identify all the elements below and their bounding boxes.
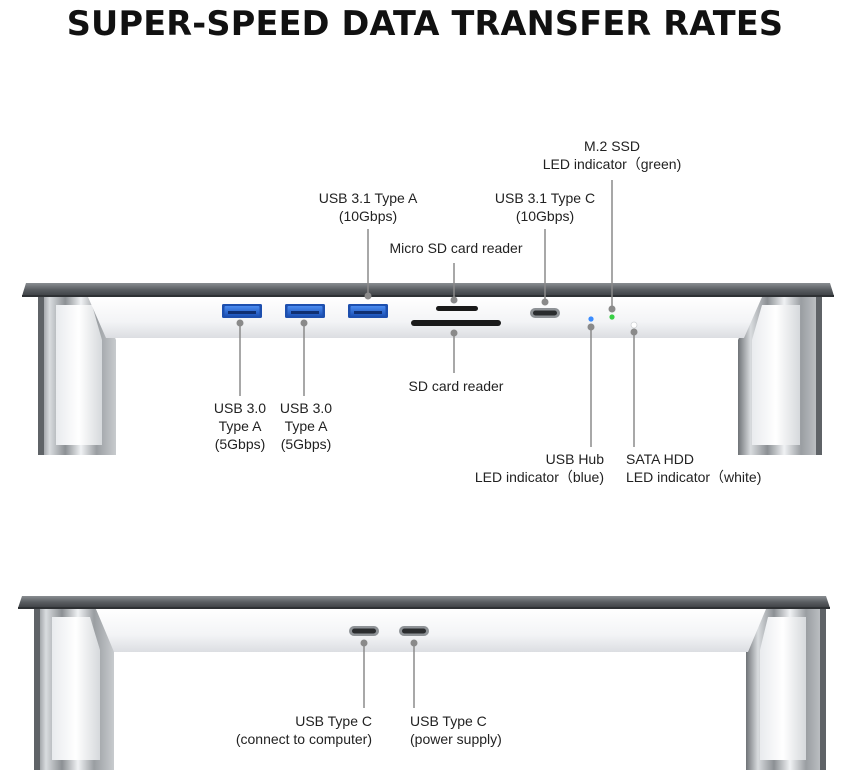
- shelf-top-back: [18, 596, 830, 608]
- label-sata-hdd-led: SATA HDD LED indicator（white): [626, 451, 762, 485]
- label-micro-sd-reader: Micro SD card reader: [389, 240, 523, 256]
- label-usb30-type-a-1: USB 3.0 Type A (5Gbps): [213, 400, 267, 452]
- right-leg-back: [746, 609, 826, 770]
- m2-ssd-led: [609, 314, 615, 320]
- usb30a-port-1: [222, 304, 262, 318]
- usbc-power-port: [399, 626, 429, 636]
- label-usbc-connect-computer: USB Type C (connect to computer): [235, 713, 372, 747]
- page-title: SUPER-SPEED DATA TRANSFER RATES: [66, 4, 784, 43]
- shelf-top-front: [22, 283, 834, 296]
- label-m2-ssd-led: M.2 SSD LED indicator（green): [542, 138, 682, 172]
- label-usb-hub-led: USB Hub LED indicator（blue): [474, 451, 604, 485]
- back-view: [18, 596, 830, 770]
- label-usb31-type-c: USB 3.1 Type C (10Gbps): [494, 190, 596, 224]
- label-usb30-type-a-2: USB 3.0 Type A (5Gbps): [279, 400, 333, 452]
- label-usb31-type-a: USB 3.1 Type A (10Gbps): [318, 190, 418, 224]
- micro-sd-slot: [436, 306, 478, 311]
- usbc-computer-port: [349, 626, 379, 636]
- usb30a-port-2: [285, 304, 325, 318]
- sata-hdd-led: [630, 321, 638, 329]
- sd-slot: [411, 320, 501, 326]
- back-panel: [96, 609, 766, 652]
- front-leader-lines: [236, 180, 638, 447]
- usb-hub-led: [588, 316, 594, 322]
- front-panel: [88, 297, 762, 338]
- right-leg-front: [738, 297, 822, 455]
- left-leg-front: [38, 297, 116, 455]
- label-sd-reader: SD card reader: [408, 378, 504, 394]
- usb31a-port: [348, 304, 388, 318]
- front-view: [22, 180, 834, 455]
- label-usbc-power-supply: USB Type C (power supply): [410, 713, 502, 747]
- left-leg-back: [34, 609, 114, 770]
- usb31c-port: [530, 308, 560, 318]
- back-leader-lines: [360, 639, 418, 708]
